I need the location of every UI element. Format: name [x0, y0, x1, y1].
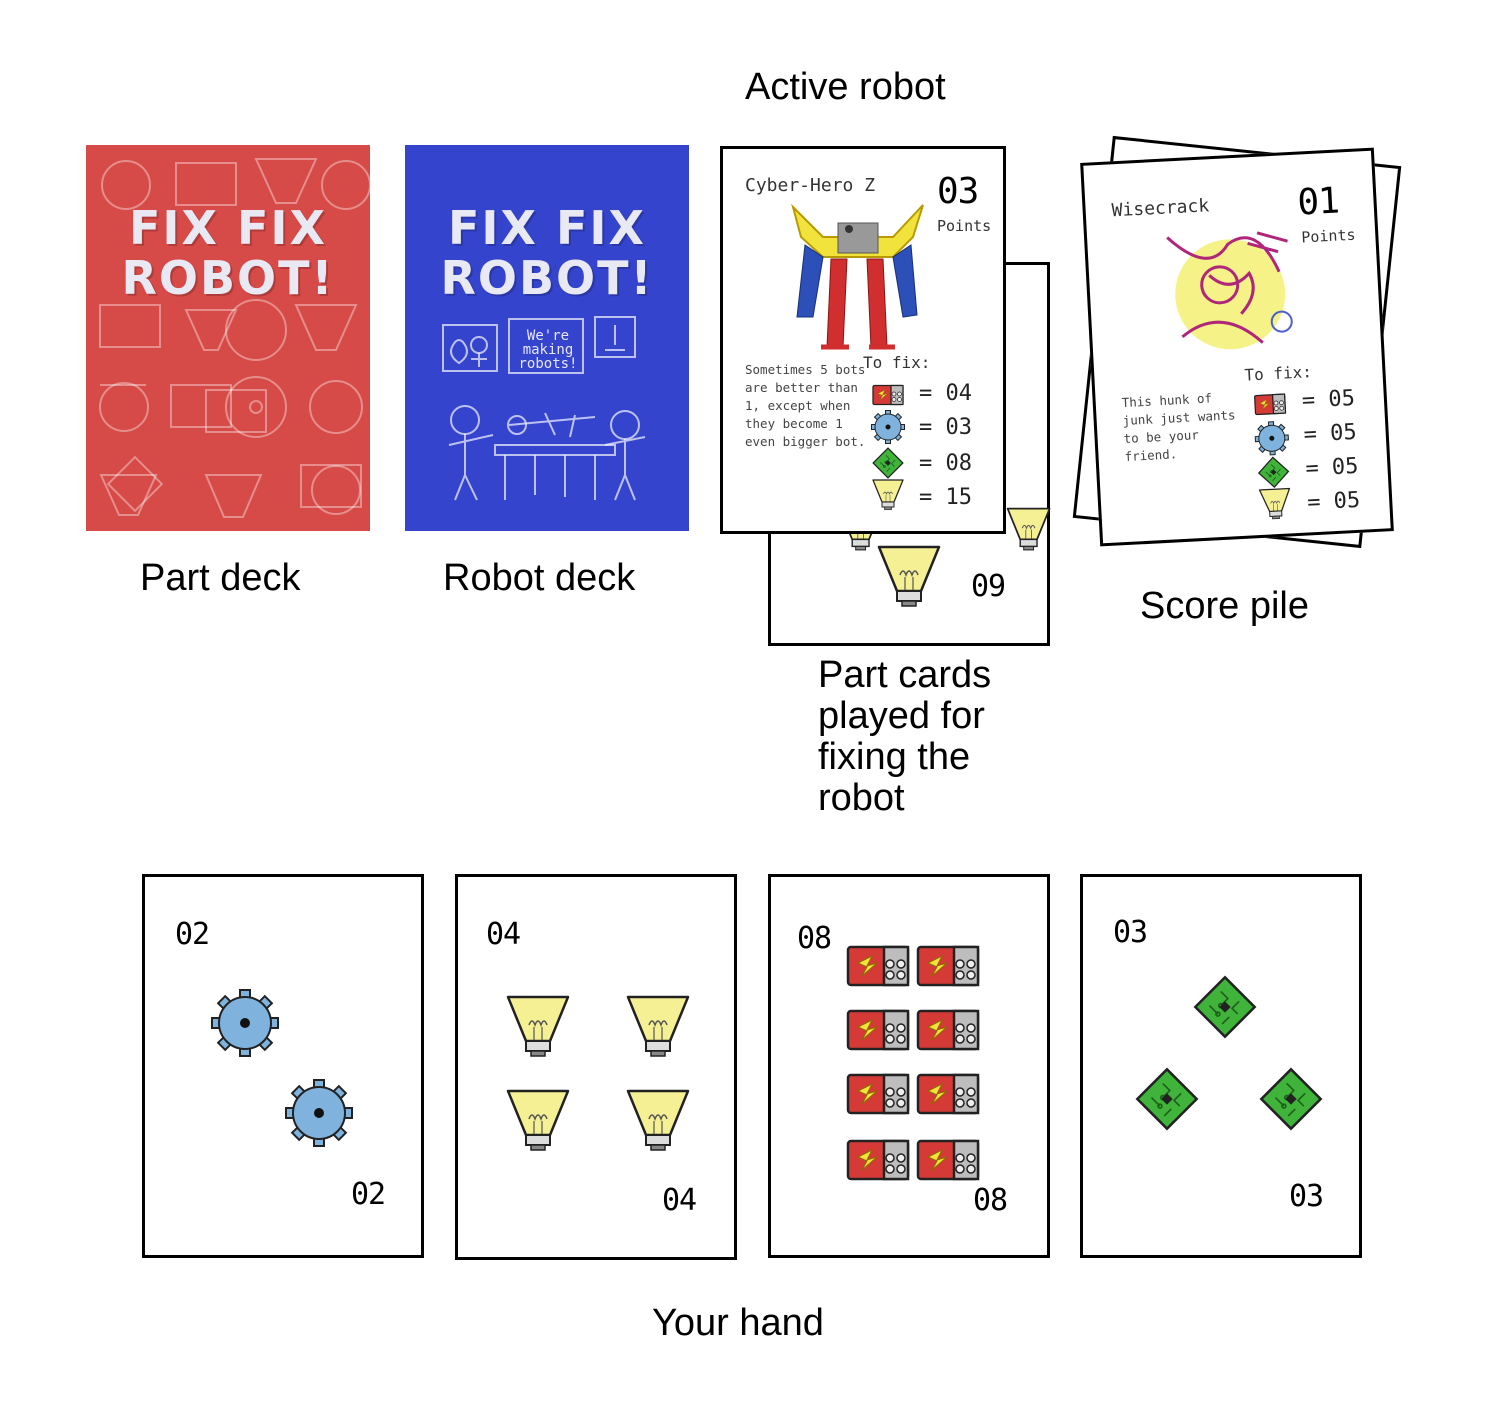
requirement-gear: = 03: [919, 415, 972, 440]
hand-card-value-bottom: 02: [351, 1177, 386, 1212]
hand-card-chip[interactable]: 03 03: [1080, 874, 1362, 1258]
part-cards-played-label: Part cards played for fixing the robot: [818, 655, 991, 819]
label-line: Part cards: [818, 654, 992, 696]
hand-card-value-top: 02: [175, 917, 210, 952]
score-requirement-bulb: = 05: [1306, 487, 1361, 516]
flavor-line: even bigger bot.: [745, 434, 866, 449]
hand-card-bulb[interactable]: 04 04: [455, 874, 737, 1260]
score-requirement-chip: = 05: [1304, 453, 1360, 482]
active-robot-to-fix: To fix:: [863, 353, 931, 372]
active-robot-points-label: Points: [937, 217, 992, 235]
label-line: played for: [818, 695, 985, 737]
robot-deck-drawing: [442, 316, 646, 501]
part-deck-title-2: ROBOT!: [121, 251, 335, 305]
flavor-line: 1, except when: [745, 398, 851, 413]
robot-deck-title-2: ROBOT!: [440, 251, 654, 305]
robot-deck-title-1: FIX FIX: [447, 201, 647, 255]
part-deck-label: Part deck: [140, 557, 301, 599]
active-robot-label: Active robot: [745, 66, 946, 108]
score-pile-top-card[interactable]: Wisecrack 01 Points This hunk of junk ju…: [1080, 147, 1394, 547]
requirement-battery: = 04: [919, 381, 972, 406]
played-part-value: 09: [971, 569, 1006, 604]
hand-card-value-bottom: 03: [1289, 1179, 1324, 1214]
score-pile-label: Score pile: [1140, 585, 1309, 627]
hand-card-value-top: 03: [1113, 915, 1148, 950]
requirement-chip: = 08: [919, 451, 972, 476]
hand-card-value-top: 08: [797, 921, 832, 956]
your-hand-label: Your hand: [652, 1302, 824, 1344]
robot-deck-sign: We're making robots!: [518, 328, 578, 372]
hand-card-value-bottom: 08: [973, 1183, 1008, 1218]
flavor-line: are better than: [745, 380, 858, 395]
battery-icon: [846, 945, 980, 1181]
hand-card-value-bottom: 04: [662, 1183, 697, 1218]
hand-card-value-top: 04: [486, 917, 521, 952]
bulb-icon: [506, 995, 690, 1152]
part-deck[interactable]: FIX FIX ROBOT!: [86, 145, 370, 531]
score-requirement-gear: = 05: [1303, 419, 1358, 448]
hand-card-battery[interactable]: 08 08: [768, 874, 1050, 1258]
part-deck-title-1: FIX FIX: [128, 201, 328, 255]
hand-card-gear[interactable]: 02 02: [142, 874, 424, 1258]
score-robot-drawing: [1166, 231, 1293, 350]
label-line: robot: [818, 777, 905, 819]
part-deck-pattern: [99, 158, 370, 518]
active-robot-card[interactable]: Cyber-Hero Z 03 Points Sometimes 5 bots …: [720, 146, 1006, 534]
active-robot-flavor: Sometimes 5 bots are better than 1, exce…: [745, 361, 865, 451]
robot-deck[interactable]: FIX FIX ROBOT! We're making robots!: [405, 145, 689, 531]
robot-deck-label: Robot deck: [443, 557, 636, 599]
requirement-bulb: = 15: [919, 485, 972, 510]
robot-drawing: [791, 203, 924, 350]
score-requirement-battery: = 05: [1301, 385, 1356, 414]
label-line: fixing the: [818, 736, 971, 778]
active-robot-points: 03: [937, 171, 979, 212]
flavor-line: they become 1: [745, 416, 843, 431]
flavor-line: Sometimes 5 bots: [745, 362, 866, 377]
active-robot-name: Cyber-Hero Z: [745, 175, 876, 196]
requirement-icons: [871, 384, 905, 511]
